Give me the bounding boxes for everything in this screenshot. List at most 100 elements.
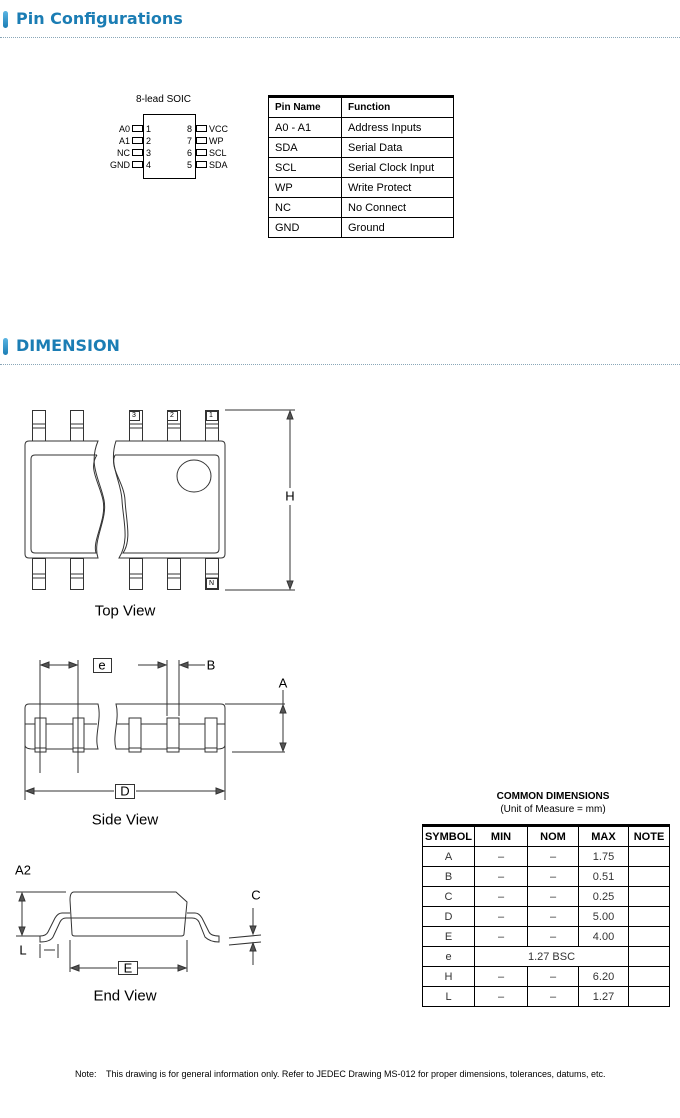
dim-label-a: A (278, 675, 288, 691)
cell: e (422, 946, 475, 967)
cell: – (527, 966, 579, 987)
pin-mark: 1 (209, 412, 213, 419)
soic-title: 8-lead SOIC (136, 94, 192, 105)
cell: – (474, 846, 528, 867)
cell: NC (268, 197, 342, 218)
cell: C (422, 886, 475, 907)
pin-mark: 3 (132, 412, 136, 419)
cell (628, 966, 670, 987)
table-row: E––4.00 (422, 926, 670, 947)
pin-number: 2 (146, 136, 152, 146)
cell: – (527, 926, 579, 947)
common-dimensions-title: COMMON DIMENSIONS (496, 791, 610, 802)
side-view-label: Side View (91, 811, 159, 829)
cell: 0.51 (578, 866, 629, 887)
table-row: A––1.75 (422, 846, 670, 867)
cell: No Connect (341, 197, 454, 218)
header-cell: NOM (527, 824, 579, 847)
side-view-drawing (24, 658, 287, 800)
pin-label: GND (110, 160, 130, 170)
cell: Address Inputs (341, 117, 454, 138)
divider (0, 37, 680, 38)
cell: – (474, 926, 528, 947)
header-cell: Pin Name (268, 95, 342, 118)
dim-label-d: D (120, 783, 130, 799)
cell: E (422, 926, 475, 947)
cell: – (474, 966, 528, 987)
cell: B (422, 866, 475, 887)
cell: SDA (268, 137, 342, 158)
pin-number: 4 (146, 160, 152, 170)
cell: Serial Data (341, 137, 454, 158)
cell: Serial Clock Input (341, 157, 454, 178)
cell: – (474, 906, 528, 927)
table-row: B––0.51 (422, 866, 670, 887)
dim-label-b: B (206, 657, 216, 673)
cell: 5.00 (578, 906, 629, 927)
cell: 4.00 (578, 926, 629, 947)
cell: 1.27 BSC (474, 946, 629, 967)
pin-label: VCC (209, 124, 229, 134)
dim-label-e: e (98, 657, 106, 673)
cell (628, 886, 670, 907)
common-dimensions-subtitle: (Unit of Measure = mm) (500, 804, 606, 815)
cell: GND (268, 217, 342, 238)
pin-label: SDA (209, 160, 228, 170)
pin-number: 8 (187, 124, 193, 134)
cell: L (422, 986, 475, 1007)
pin-mark: N (209, 580, 215, 587)
table-header-row: SYMBOL MIN NOM MAX NOTE (422, 824, 670, 847)
cell: 0.25 (578, 886, 629, 907)
cell (628, 986, 670, 1007)
pin-label: A1 (118, 136, 130, 146)
section-marker-icon (3, 11, 8, 28)
top-view-drawing (24, 409, 295, 591)
end-view-drawing (16, 891, 262, 975)
common-dimensions-table: SYMBOL MIN NOM MAX NOTE A––1.75 B––0.51 … (422, 824, 670, 1007)
pin-number: 3 (146, 148, 152, 158)
cell: Ground (341, 217, 454, 238)
cell: A (422, 846, 475, 867)
dimension-heading: DIMENSION (16, 336, 120, 355)
cell (628, 926, 670, 947)
cell: H (422, 966, 475, 987)
cell: 1.27 (578, 986, 629, 1007)
header-cell: Function (341, 95, 454, 118)
pin-configurations-heading: Pin Configurations (16, 9, 183, 28)
note-label: Note: (75, 1069, 97, 1079)
pin-number: 5 (187, 160, 193, 170)
cell: A0 - A1 (268, 117, 342, 138)
cell (628, 846, 670, 867)
cell: – (527, 906, 579, 927)
pin-label: A0 (118, 124, 130, 134)
cell: WP (268, 177, 342, 198)
table-row: L––1.27 (422, 986, 670, 1007)
pin-number: 7 (187, 136, 193, 146)
top-view-label: Top View (94, 602, 156, 620)
cell: – (474, 886, 528, 907)
cell: – (527, 846, 579, 867)
cell: – (474, 866, 528, 887)
table-row: C––0.25 (422, 886, 670, 907)
cell (628, 906, 670, 927)
cell: – (474, 986, 528, 1007)
cell: 1.75 (578, 846, 629, 867)
header-cell: SYMBOL (422, 824, 475, 847)
note-text: This drawing is for general information … (106, 1069, 606, 1079)
pin-number: 1 (146, 124, 152, 134)
cell: – (527, 886, 579, 907)
pin-label: SCL (209, 148, 227, 158)
end-view-label: End View (93, 987, 157, 1005)
dim-label-l: L (19, 942, 27, 958)
cell: – (527, 986, 579, 1007)
section-marker-icon (3, 338, 8, 355)
pin-number: 6 (187, 148, 193, 158)
pin-mark: 2 (170, 412, 174, 419)
